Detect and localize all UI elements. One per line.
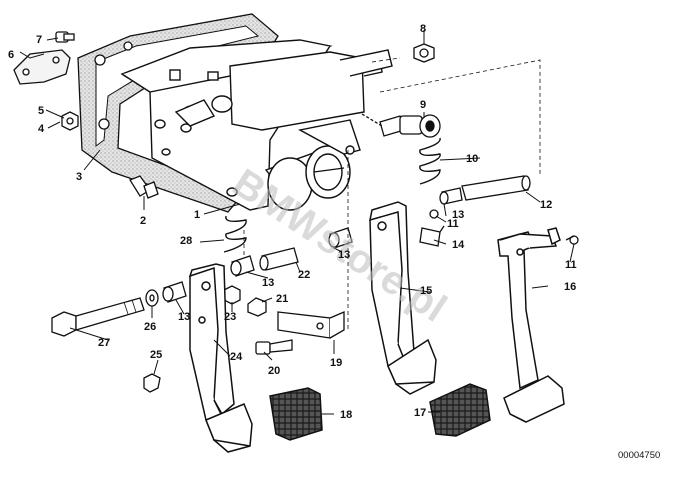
callout-2: 2 xyxy=(140,215,146,227)
springs-drawing xyxy=(223,137,441,253)
callout-4: 4 xyxy=(38,123,45,135)
accelerator-pedal-16-drawing xyxy=(497,227,565,423)
bracket-housing-drawing xyxy=(120,39,393,211)
callout-27: 27 xyxy=(98,337,110,349)
pedal-pads-drawing xyxy=(269,383,491,441)
callout-9: 9 xyxy=(420,99,426,111)
callout-3: 3 xyxy=(76,171,82,183)
callout-1: 1 xyxy=(194,209,200,221)
nut-8-drawing xyxy=(413,43,435,63)
clips-drawing xyxy=(419,209,579,247)
callout-25: 25 xyxy=(150,349,162,361)
sleeve-22-drawing xyxy=(259,247,299,271)
callout-19: 19 xyxy=(330,357,342,369)
clutch-pedal-15-drawing xyxy=(369,201,437,395)
brake-pedal-24-drawing xyxy=(188,263,253,453)
callout-13b: 13 xyxy=(338,249,350,261)
callout-13c: 13 xyxy=(262,277,274,289)
callout-13a: 13 xyxy=(452,209,464,221)
callout-24: 24 xyxy=(230,351,243,363)
callouts: 1 2 3 4 5 6 7 8 9 10 11 11 12 13 13 13 1… xyxy=(8,23,577,421)
pushrod-19-drawing xyxy=(247,297,345,355)
callout-12: 12 xyxy=(540,199,552,211)
callout-26: 26 xyxy=(144,321,156,333)
callout-16: 16 xyxy=(564,281,576,293)
leader-lines xyxy=(19,30,575,415)
callout-28: 28 xyxy=(180,235,192,247)
callout-7: 7 xyxy=(36,34,42,46)
callout-5: 5 xyxy=(38,105,44,117)
callout-13d: 13 xyxy=(178,311,190,323)
callout-23: 23 xyxy=(224,311,236,323)
callout-15: 15 xyxy=(420,285,432,297)
callout-6: 6 xyxy=(8,49,14,61)
callout-21: 21 xyxy=(276,293,288,305)
callout-20: 20 xyxy=(268,365,280,377)
pivot-bolt-drawing xyxy=(51,285,241,393)
cover-plate-drawing xyxy=(13,31,159,199)
shaft-12-drawing xyxy=(162,175,531,303)
callout-14: 14 xyxy=(452,239,465,251)
callout-8: 8 xyxy=(420,23,426,35)
switch-9-drawing xyxy=(361,113,441,138)
callout-17: 17 xyxy=(414,407,426,419)
callout-11b: 11 xyxy=(565,259,577,271)
drawing-id: 00004750 xyxy=(618,450,660,461)
callout-10: 10 xyxy=(466,153,478,165)
callout-22: 22 xyxy=(298,269,310,281)
callout-11a: 11 xyxy=(447,218,459,230)
assembly-lines xyxy=(243,57,541,330)
callout-18: 18 xyxy=(340,409,352,421)
